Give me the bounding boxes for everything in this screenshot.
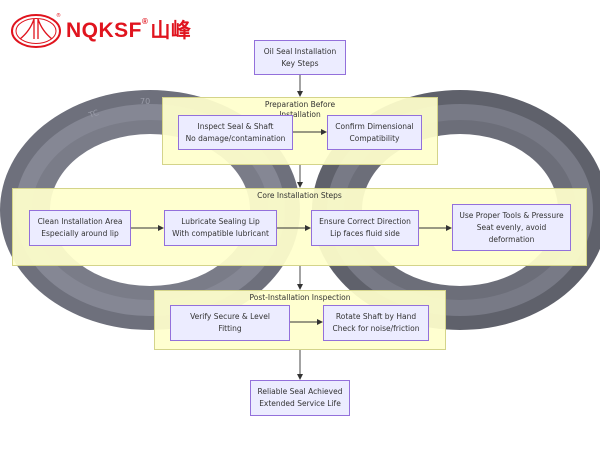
- node-label: Rotate Shaft by Hand: [335, 312, 417, 321]
- node-clean-area[interactable]: Clean Installation Area Especially aroun…: [29, 210, 131, 246]
- node-label: Oil Seal Installation: [263, 46, 337, 56]
- node-label: Clean Installation Area: [37, 217, 123, 226]
- node-inspect-seal[interactable]: Inspect Seal & Shaft No damage/contamina…: [178, 115, 293, 150]
- node-label: Verify Secure & Level: [190, 312, 270, 321]
- group-title: Post-Installation Inspection: [249, 293, 351, 302]
- brand-latin: NQKSF: [66, 18, 142, 42]
- node-label: Reliable Seal Achieved: [257, 387, 343, 396]
- node-correct-direction[interactable]: Ensure Correct Direction Lip faces fluid…: [311, 210, 419, 246]
- node-label: Lubricate Sealing Lip: [181, 217, 260, 226]
- node-rotate-shaft[interactable]: Rotate Shaft by Hand Check for noise/fri…: [323, 305, 429, 341]
- registered-mark: ®: [142, 16, 149, 26]
- node-end[interactable]: Reliable Seal Achieved Extended Service …: [250, 380, 350, 416]
- node-label: With compatible lubricant: [172, 229, 269, 238]
- node-confirm-dimensions[interactable]: Confirm Dimensional Compatibility: [327, 115, 422, 150]
- node-label: Seat evenly, avoid: [476, 222, 547, 232]
- node-lubricate-lip[interactable]: Lubricate Sealing Lip With compatible lu…: [164, 210, 277, 246]
- node-label: Use Proper Tools & Pressure: [459, 210, 564, 220]
- node-label: deformation: [488, 234, 535, 244]
- ring-marking: 70: [140, 97, 150, 106]
- node-label: Inspect Seal & Shaft: [197, 121, 274, 131]
- node-label: No damage/contamination: [185, 133, 286, 143]
- group-title: Preparation Before Installation: [264, 100, 336, 119]
- svg-text:®: ®: [56, 12, 61, 19]
- group-title: Core Installation Steps: [257, 191, 342, 200]
- node-label: Fitting: [218, 324, 242, 333]
- node-label: Especially around lip: [41, 229, 119, 238]
- node-label: Compatibility: [349, 133, 400, 143]
- brand-logo: ® NQKSF®山峰: [10, 10, 191, 50]
- node-start[interactable]: Oil Seal Installation Key Steps: [254, 40, 346, 75]
- node-verify-fitting[interactable]: Verify Secure & Level Fitting: [170, 305, 290, 341]
- node-label: Check for noise/friction: [332, 324, 420, 333]
- node-label: Extended Service Life: [259, 399, 341, 408]
- node-label: Lip faces fluid side: [330, 229, 400, 238]
- node-label: Key Steps: [281, 58, 319, 68]
- node-proper-tools[interactable]: Use Proper Tools & Pressure Seat evenly,…: [452, 204, 571, 251]
- node-label: Ensure Correct Direction: [319, 217, 411, 226]
- brand-name: NQKSF®山峰: [66, 16, 192, 42]
- ring-marking: TC: [87, 108, 101, 120]
- brand-chinese: 山峰: [150, 19, 192, 42]
- mountain-emblem-icon: ®: [11, 12, 61, 48]
- node-label: Confirm Dimensional: [335, 121, 414, 131]
